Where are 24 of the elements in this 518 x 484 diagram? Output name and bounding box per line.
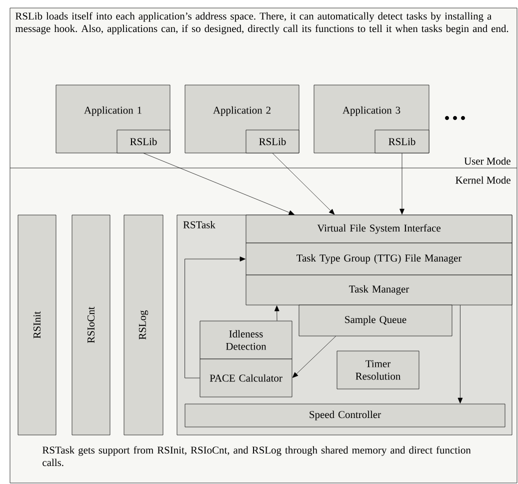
component-box: Timer Resolution bbox=[336, 350, 420, 390]
component-box: Task Type Group (TTG) File Manager bbox=[246, 242, 512, 276]
arrow bbox=[458, 305, 463, 404]
arrow bbox=[143, 153, 295, 215]
component-box: PACE Calculator bbox=[200, 358, 292, 398]
component-box: Idleness Detection bbox=[200, 320, 292, 360]
arrow bbox=[400, 153, 404, 214]
description-text: RSTask gets support from RSInit, RSIoCnt, and RSLog through shared memory and direct function calls. bbox=[42, 446, 471, 466]
component-box: Virtual File System Interface bbox=[246, 214, 512, 244]
arrow bbox=[184, 256, 246, 378]
module-bar: RSIoCnt bbox=[72, 214, 110, 436]
library-box: RSLib bbox=[246, 130, 300, 154]
description-text: RSLib loads itself into each application’s address space. There, it can automatically detect tasks by installing a message hook. Also, applications can, if so designed, directly call its functions to tell it when tasks begin and end. bbox=[15, 12, 508, 34]
arrow bbox=[272, 153, 335, 215]
mode-label: User Mode bbox=[464, 157, 510, 165]
library-box: RSLib bbox=[374, 130, 430, 154]
mode-label: Kernel Mode bbox=[456, 176, 510, 184]
arrow bbox=[274, 306, 280, 321]
module-bar: RSLog bbox=[124, 214, 164, 436]
component-box: Sample Queue bbox=[298, 304, 452, 336]
component-box: Speed Controller bbox=[184, 404, 506, 428]
module-bar: RSInit bbox=[18, 214, 56, 436]
library-box: RSLib bbox=[116, 130, 170, 154]
component-box: Task Manager bbox=[246, 274, 512, 306]
